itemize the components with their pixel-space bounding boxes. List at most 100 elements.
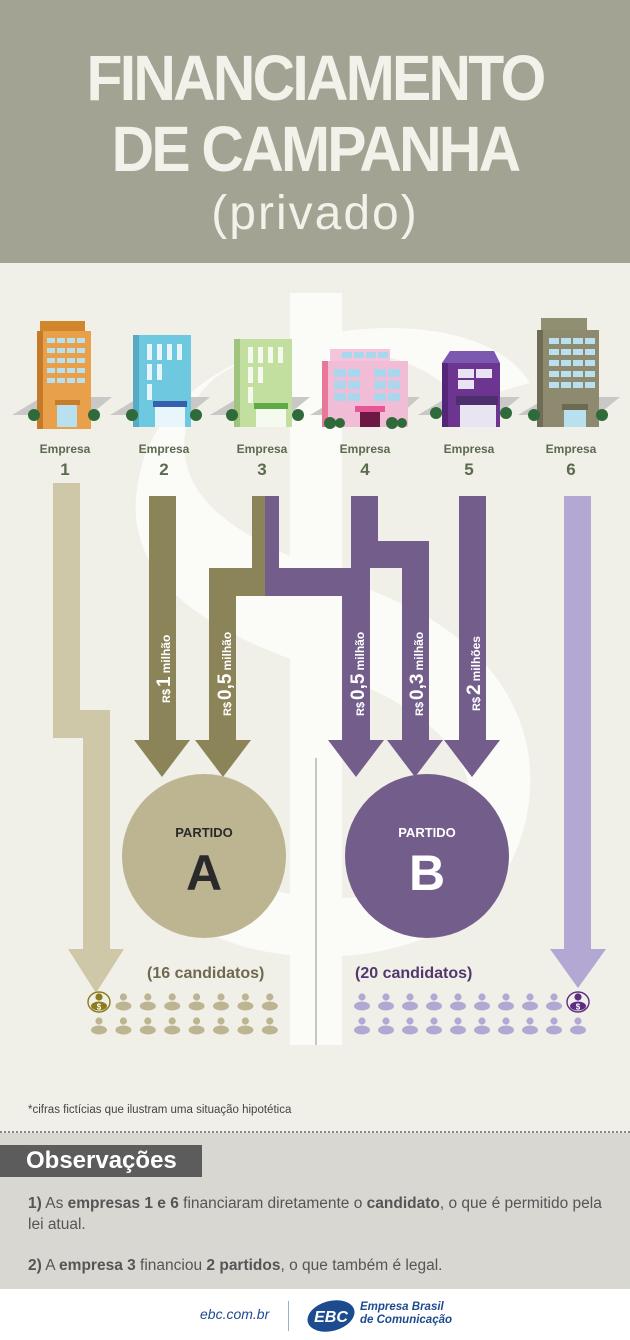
partido-b-circle [345, 774, 509, 938]
observations-section: Observações 1) As empresas 1 e 6 financi… [0, 1133, 630, 1289]
obs-1-text-2: financiaram diretamente o [178, 1195, 367, 1212]
org-line-1: Empresa Brasil [360, 1301, 444, 1313]
arrow-empresa-6-to-candidate [550, 496, 606, 988]
company-number-4: 4 [360, 460, 370, 479]
footnote: *cifras fictícias que ilustram uma situa… [28, 1104, 292, 1116]
candidates-partido-a: $ [87, 991, 278, 1035]
obs-1-text-3: , o que é permitido pela lei atual. [28, 1195, 602, 1233]
site-link[interactable]: ebc.com.br [200, 1306, 270, 1322]
candidate-icon-a [164, 993, 181, 1011]
candidate-icon-b [546, 993, 562, 1011]
candidate-icon-b [378, 993, 394, 1011]
partido-a-candidates-count: (16 candidatos) [147, 965, 264, 982]
candidate-icon-b [450, 1017, 466, 1035]
arrow-empresa-4-to-partido-b [351, 496, 443, 777]
title-line-2: DE CAMPANHA [111, 113, 522, 185]
company-number-1: 1 [60, 460, 69, 479]
candidate-icon-b [402, 1017, 418, 1035]
candidate-icon-b [570, 1017, 586, 1035]
candidate-icon-a [115, 1017, 132, 1035]
candidate-icon-a [91, 1017, 107, 1035]
org-line-2: de Comunicação [360, 1314, 453, 1326]
money-icon: $ [97, 1003, 102, 1012]
obs-2-number: 2) [28, 1257, 42, 1274]
candidate-icon-b [522, 1017, 538, 1035]
candidate-icon-a [139, 1017, 156, 1035]
obs-1-text: As [41, 1195, 68, 1212]
candidate-icon-a: $ [87, 991, 111, 1013]
obs-1-bold: empresas 1 e 6 [67, 1195, 179, 1212]
partido-a-circle [122, 774, 286, 938]
obs-1-number: 1) [28, 1195, 42, 1212]
obs-2-bold: empresa 3 [59, 1257, 136, 1274]
observations-title: Observações [0, 1145, 202, 1177]
candidates-partido-b: $ [354, 991, 590, 1035]
building-empresa-3 [210, 339, 310, 427]
partido-b-label: PARTIDO [398, 825, 456, 840]
candidate-icon-b [474, 993, 490, 1011]
observation-1: 1) As empresas 1 e 6 financiaram diretam… [28, 1193, 618, 1235]
ebc-logo-icon[interactable]: EBC [305, 1297, 357, 1333]
candidate-icon-b: $ [566, 991, 590, 1013]
candidate-icon-b [426, 993, 442, 1011]
company-label-3: Empresa [237, 442, 288, 456]
title-line-1: FINANCIAMENTO [86, 42, 547, 114]
flow-label-empresa-2: R$1milhão [154, 635, 175, 703]
candidate-icon-b [426, 1017, 442, 1035]
flow-label-empresa-5: R$2milhões [464, 636, 485, 711]
candidate-icon-a [261, 1017, 278, 1035]
subtitle: (privado) [211, 187, 419, 240]
footer: ebc.com.br EBC Empresa Brasil de Comunic… [0, 1289, 630, 1340]
candidate-icon-a [261, 993, 278, 1011]
arrow-empresa-2-to-partido-a [134, 496, 190, 777]
partido-b-letter: B [409, 845, 445, 901]
candidate-icon-b [522, 993, 538, 1011]
company-number-3: 3 [257, 460, 266, 479]
candidate-icon-b [474, 1017, 490, 1035]
candidate-icon-b [402, 993, 418, 1011]
obs-1-bold-2: candidato [366, 1195, 440, 1212]
ebc-logo-text: EBC [314, 1309, 348, 1326]
building-empresa-4 [310, 349, 420, 429]
dotted-separator [0, 1131, 630, 1133]
company-number-6: 6 [566, 460, 575, 479]
building-empresa-1 [12, 321, 112, 429]
candidate-icon-a [115, 993, 132, 1011]
candidate-icon-b [354, 1017, 370, 1035]
building-empresa-2 [110, 335, 210, 427]
footer-separator [288, 1301, 289, 1331]
partido-b: PARTIDO B [345, 774, 509, 938]
candidate-icon-b [450, 993, 466, 1011]
flow-label-empresa-3-b: R$0,5milhão [348, 632, 369, 716]
flow-label-empresa-3-a: R$0,5milhão [215, 632, 236, 716]
candidate-icon-b [546, 1017, 562, 1035]
financing-diagram: Empresa 1 Empresa 2 Empresa 3 Empresa 4 … [12, 293, 620, 1045]
arrow-empresa-3-to-partido-a [195, 496, 266, 777]
candidate-icon-a [213, 1017, 229, 1035]
obs-2-bold-2: 2 partidos [206, 1257, 281, 1274]
money-icon: $ [576, 1003, 581, 1012]
company-label-2: Empresa [139, 442, 190, 456]
building-empresa-6 [518, 318, 620, 427]
candidate-icon-a [188, 1017, 205, 1035]
candidate-icon-a [213, 993, 229, 1011]
company-label-4: Empresa [340, 442, 391, 456]
candidate-icon-b [498, 993, 514, 1011]
organization-name: Empresa Brasil de Comunicação [360, 1301, 452, 1327]
candidate-icon-b [378, 1017, 394, 1035]
arrow-empresa-3-to-partido-b [265, 496, 384, 777]
obs-2-text-2: financiou [135, 1257, 207, 1274]
candidate-icon-a [237, 993, 254, 1011]
obs-2-text-3: , o que também é legal. [280, 1257, 443, 1274]
partido-a: PARTIDO A [122, 774, 286, 938]
candidate-icon-b [354, 993, 370, 1011]
partido-a-label: PARTIDO [175, 825, 233, 840]
candidate-icon-a [237, 1017, 254, 1035]
header: FINANCIAMENTO DE CAMPANHA (privado) [0, 0, 630, 263]
flow-label-empresa-4: R$0,3milhão [407, 632, 428, 716]
candidate-icon-a [139, 993, 156, 1011]
arrow-empresa-1-to-candidate [53, 483, 124, 993]
company-label-5: Empresa [444, 442, 495, 456]
partido-a-letter: A [186, 845, 222, 901]
candidate-icon-a [188, 993, 205, 1011]
